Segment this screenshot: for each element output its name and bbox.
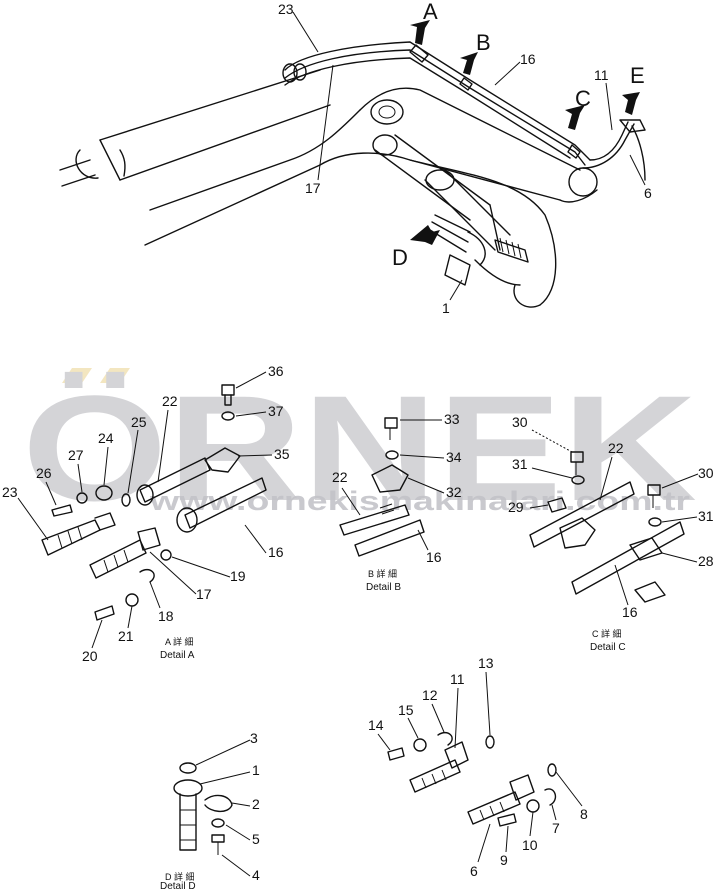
arrow-d-icon <box>410 225 440 245</box>
detail-c-title-en: Detail C <box>590 642 626 653</box>
arrow-c-icon <box>565 105 585 130</box>
callout: 17 <box>305 180 321 196</box>
callout: 11 <box>450 671 465 687</box>
callout: 9 <box>500 852 508 868</box>
callout: 23 <box>278 1 294 17</box>
arrow-c-label: C <box>575 86 591 111</box>
detail-d-title-jp: D 詳 細 <box>165 871 195 882</box>
detail-d-title-en: Detail D <box>160 881 196 890</box>
callout: 26 <box>36 465 52 481</box>
callout: 7 <box>552 820 560 836</box>
callout: 3 <box>250 730 258 746</box>
callout: 20 <box>82 648 98 664</box>
detail-b-callouts: 33 34 22 32 16 B 詳 細 Detail B <box>332 411 462 593</box>
watermark-brand: ÖRNEK <box>22 364 697 532</box>
callout: 6 <box>644 185 652 201</box>
callout: 2 <box>252 796 260 812</box>
callout: 14 <box>368 717 384 733</box>
callout: 24 <box>98 430 114 446</box>
detail-c-title-jp: C 詳 細 <box>592 628 622 639</box>
callout: 29 <box>508 499 524 515</box>
main-callouts: 23 16 11 6 17 1 <box>278 1 652 316</box>
callout: 33 <box>444 411 460 427</box>
watermark-site: www.ornekismakinalari.com.tr <box>149 486 691 516</box>
arrow-a-icon <box>410 20 430 45</box>
detail-a <box>41 384 267 621</box>
callout: 16 <box>622 604 638 620</box>
callout: 16 <box>268 544 284 560</box>
callout: 28 <box>698 553 714 569</box>
arrow-a-label: A <box>423 0 438 24</box>
arrow-e-icon <box>622 92 640 115</box>
detail-e <box>387 731 557 827</box>
callout: 6 <box>470 863 478 879</box>
callout: 15 <box>398 702 414 718</box>
callout: 22 <box>162 393 178 409</box>
arrow-d-label: D <box>392 245 408 270</box>
callout: 25 <box>131 414 147 430</box>
callout: 30 <box>698 465 714 481</box>
callout: 12 <box>422 687 438 703</box>
callout: 13 <box>478 655 494 671</box>
detail-a-title-jp: A 詳 細 <box>165 636 194 647</box>
callout: 18 <box>158 608 174 624</box>
callout: 16 <box>426 549 442 565</box>
detail-a-callouts: 36 37 22 24 25 27 26 35 23 16 19 17 18 2… <box>2 363 290 664</box>
callout: 32 <box>446 484 462 500</box>
callout: 4 <box>252 867 260 883</box>
callout: 35 <box>274 446 290 462</box>
callout: 8 <box>580 806 588 822</box>
callout: 1 <box>252 762 260 778</box>
callout: 23 <box>2 484 18 500</box>
detail-b-title-jp: B 詳 細 <box>368 568 397 579</box>
main-assembly <box>59 41 646 308</box>
detail-b-title-en: Detail B <box>366 582 401 593</box>
detail-d-callouts: 3 1 2 5 4 D 詳 細 Detail D <box>160 730 260 890</box>
callout: 37 <box>268 403 284 419</box>
callout: 10 <box>522 837 538 853</box>
watermark: ÖRNEK www.ornekismakinalari.com.tr <box>22 364 697 532</box>
detail-b <box>339 417 425 557</box>
callout: 31 <box>512 456 528 472</box>
detail-c-callouts: 30 22 31 29 30 31 28 16 C 詳 細 Detail C <box>508 414 714 653</box>
callout: 11 <box>594 67 609 83</box>
arrow-b-icon <box>460 52 478 75</box>
callout: 30 <box>512 414 528 430</box>
callout: 27 <box>68 447 84 463</box>
callout: 31 <box>698 508 714 524</box>
callout: 17 <box>196 586 212 602</box>
callout: 21 <box>118 628 134 644</box>
callout: 22 <box>332 469 348 485</box>
callout: 16 <box>520 51 536 67</box>
detail-a-title-en: Detail A <box>160 650 195 661</box>
callout: 36 <box>268 363 284 379</box>
arrow-e-label: E <box>630 63 645 88</box>
callout: 19 <box>230 568 246 584</box>
callout: 22 <box>608 440 624 456</box>
callout: 1 <box>442 300 450 316</box>
callout: 34 <box>446 449 462 465</box>
detail-e-callouts: 13 11 12 15 14 8 7 6 9 10 <box>368 655 588 879</box>
arrow-b-label: B <box>476 30 491 55</box>
detail-d <box>173 762 233 855</box>
callout: 5 <box>252 831 260 847</box>
detail-arrows: A B C D E <box>392 0 645 270</box>
